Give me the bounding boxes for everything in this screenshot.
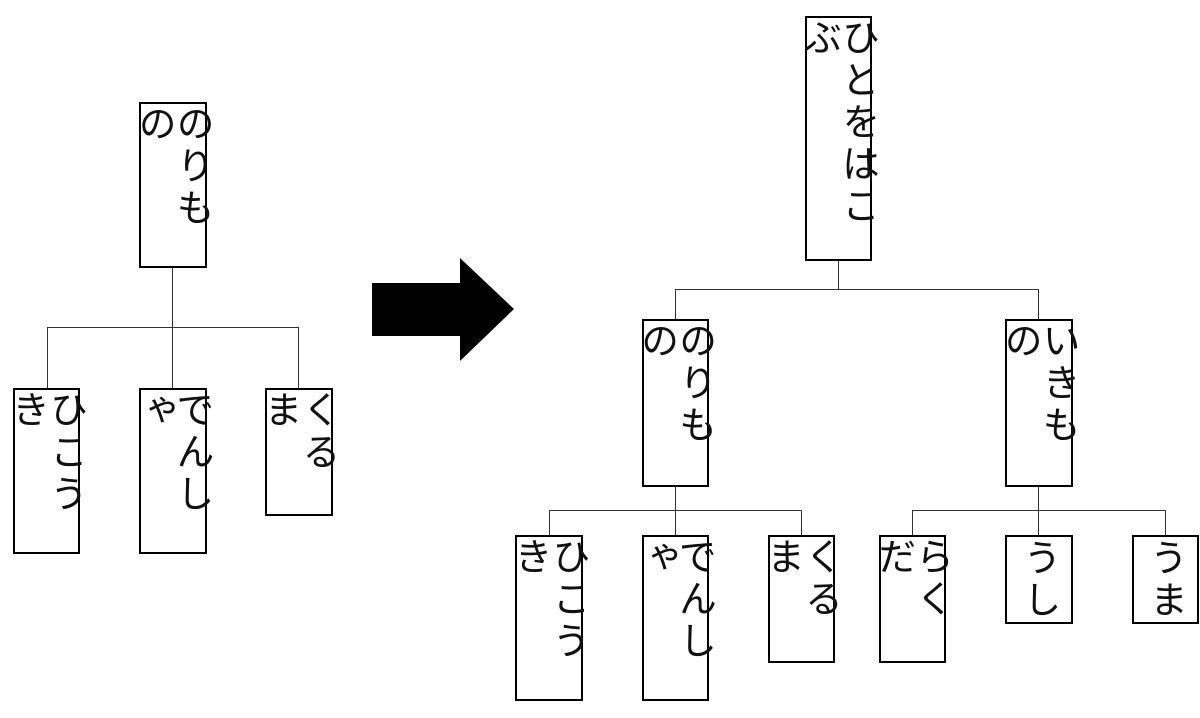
connector-line — [47, 327, 48, 388]
left-child-box: ひこうき — [5, 388, 88, 554]
leaf-box: うま — [1132, 535, 1199, 624]
connector-line — [298, 327, 299, 388]
right-root-label: ひとをはこぶ — [797, 18, 880, 228]
leaf-box: ひこうき — [508, 535, 590, 701]
left-root-box: のりもの — [132, 102, 214, 268]
connector-line — [675, 486, 676, 536]
leaf-label: でんしゃ — [634, 537, 717, 663]
leaf-label: ひこうき — [508, 537, 590, 663]
connector-line — [801, 510, 802, 536]
left-child-label: くるま — [258, 390, 340, 474]
connector-line — [675, 289, 676, 320]
left-child-label: でんしゃ — [132, 390, 214, 516]
connector-line — [1165, 510, 1166, 536]
left-child-box: くるま — [258, 388, 340, 516]
leaf-label: らくだ — [871, 537, 954, 621]
right-arrow-icon — [372, 258, 514, 361]
connector-line — [549, 510, 550, 536]
leaf-box: でんしゃ — [634, 535, 717, 701]
connector-line — [838, 260, 839, 290]
group-label: のりもの — [634, 321, 717, 447]
leaf-box: うし — [1005, 535, 1073, 624]
connector-line — [1038, 289, 1039, 320]
left-root-label: のりもの — [132, 104, 214, 230]
right-root-box: ひとをはこぶ — [797, 16, 880, 261]
leaf-label: うま — [1143, 537, 1188, 622]
connector-line — [47, 327, 299, 328]
connector-line — [912, 510, 1166, 511]
leaf-box: らくだ — [871, 535, 954, 663]
group-label: いきもの — [998, 321, 1080, 447]
group-box: のりもの — [634, 319, 717, 487]
connector-line — [1038, 486, 1039, 536]
left-child-label: ひこうき — [5, 390, 88, 516]
connector-line — [675, 289, 1039, 290]
connector-line — [912, 510, 913, 536]
connector-line — [549, 510, 802, 511]
leaf-box: くるま — [760, 535, 843, 663]
leaf-label: うし — [1017, 537, 1061, 622]
group-box: いきもの — [998, 319, 1080, 487]
left-child-box: でんしゃ — [132, 388, 214, 554]
leaf-label: くるま — [760, 537, 843, 621]
